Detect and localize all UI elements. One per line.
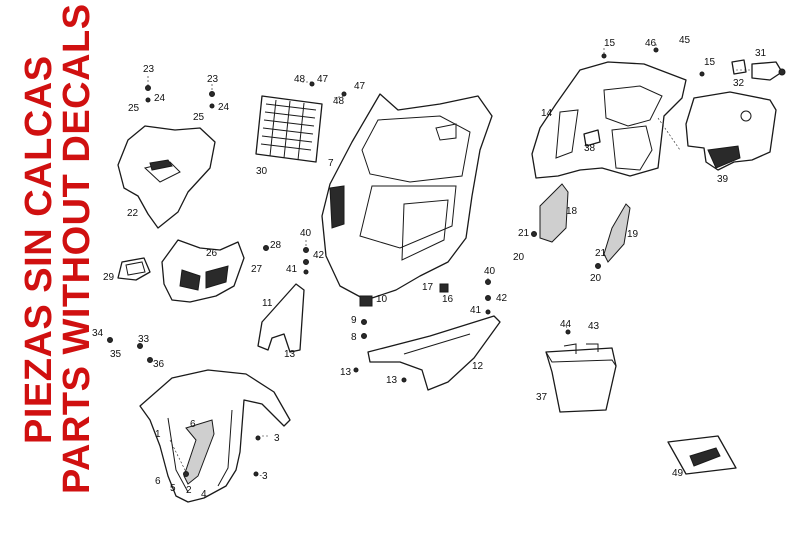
callout-48a: 48 bbox=[294, 74, 306, 85]
part-22-front-cover bbox=[117, 125, 216, 229]
leader-lines bbox=[147, 44, 752, 477]
callout-44: 44 bbox=[560, 319, 572, 330]
callout-28: 28 bbox=[270, 240, 282, 251]
callout-5: 5 bbox=[170, 483, 176, 494]
callout-14: 14 bbox=[541, 108, 553, 119]
part-32-lock-bracket bbox=[731, 59, 747, 75]
callout-12: 12 bbox=[472, 361, 484, 372]
callout-21b: 21 bbox=[595, 248, 607, 259]
callout-43: 43 bbox=[588, 321, 600, 332]
callout-16: 16 bbox=[442, 294, 454, 305]
callout-25b: 25 bbox=[193, 112, 205, 123]
callout-25a: 25 bbox=[128, 103, 140, 114]
callout-32: 32 bbox=[733, 78, 745, 89]
callout-3b: 3 bbox=[262, 471, 268, 482]
callout-41b: 41 bbox=[470, 305, 482, 316]
callout-22: 22 bbox=[127, 208, 139, 219]
callout-23a: 23 bbox=[143, 64, 155, 75]
callout-34: 34 bbox=[92, 328, 104, 339]
part-1-front-mudguard bbox=[139, 369, 291, 503]
callout-47a: 47 bbox=[317, 74, 329, 85]
callout-33: 33 bbox=[138, 334, 150, 345]
callout-10: 10 bbox=[376, 294, 388, 305]
callout-6b: 6 bbox=[155, 476, 161, 487]
callout-13a: 13 bbox=[284, 349, 296, 360]
callout-47b: 47 bbox=[354, 81, 366, 92]
callout-36: 36 bbox=[153, 359, 165, 370]
callout-41a: 41 bbox=[286, 264, 298, 275]
part-26-lower-support bbox=[161, 239, 245, 303]
part-49-decal-sheet bbox=[667, 435, 737, 475]
callout-37: 37 bbox=[536, 392, 548, 403]
callout-40a: 40 bbox=[300, 228, 312, 239]
part-14-inner-panel bbox=[531, 61, 687, 179]
callout-11: 11 bbox=[262, 298, 273, 309]
callout-1: 1 bbox=[155, 429, 161, 440]
callout-35: 35 bbox=[110, 349, 122, 360]
part-19-bracket bbox=[603, 203, 631, 263]
callout-39: 39 bbox=[717, 174, 729, 185]
callout-8: 8 bbox=[351, 332, 357, 343]
callout-42a: 42 bbox=[313, 250, 325, 261]
callout-46: 46 bbox=[645, 38, 657, 49]
callout-17: 17 bbox=[422, 282, 434, 293]
callout-7: 7 bbox=[328, 158, 334, 169]
part-12-side-fairing bbox=[367, 315, 501, 391]
callout-13c: 13 bbox=[386, 375, 398, 386]
part-38-clip bbox=[583, 129, 601, 147]
callout-29: 29 bbox=[103, 272, 115, 283]
callout-24a: 24 bbox=[154, 93, 166, 104]
callout-49: 49 bbox=[672, 468, 684, 479]
callout-15b: 15 bbox=[704, 57, 716, 68]
part-11-guard bbox=[257, 283, 305, 353]
callout-23b: 23 bbox=[207, 74, 219, 85]
callout-2: 2 bbox=[186, 485, 192, 496]
callout-13b: 13 bbox=[340, 367, 352, 378]
part-29-lens bbox=[117, 257, 151, 281]
part-30-radiator-grille bbox=[255, 95, 323, 163]
callout-3a: 3 bbox=[274, 433, 280, 444]
callout-45: 45 bbox=[679, 35, 691, 46]
callout-19: 19 bbox=[627, 229, 639, 240]
callout-40b: 40 bbox=[484, 266, 496, 277]
part-31-lock bbox=[751, 61, 786, 81]
part-37-battery-box bbox=[545, 343, 617, 413]
callout-18: 18 bbox=[566, 206, 578, 217]
callout-38: 38 bbox=[584, 143, 596, 154]
callout-48b: 48 bbox=[333, 96, 345, 107]
callout-9: 9 bbox=[351, 315, 357, 326]
part-18-bracket bbox=[539, 183, 569, 243]
callout-15a: 15 bbox=[604, 38, 616, 49]
callout-24b: 24 bbox=[218, 102, 230, 113]
fasteners bbox=[107, 47, 705, 477]
callout-27: 27 bbox=[251, 264, 263, 275]
callout-4: 4 bbox=[201, 489, 207, 500]
callout-6a: 6 bbox=[190, 419, 196, 430]
callout-30: 30 bbox=[256, 166, 268, 177]
callout-21a: 21 bbox=[518, 228, 530, 239]
callout-31: 31 bbox=[755, 48, 767, 59]
part-7-main-fairing bbox=[321, 93, 493, 301]
callout-42b: 42 bbox=[496, 293, 508, 304]
callout-26: 26 bbox=[206, 248, 218, 259]
callout-20b: 20 bbox=[590, 273, 602, 284]
part-39-cover-plate bbox=[685, 91, 777, 171]
callout-20a: 20 bbox=[513, 252, 525, 263]
